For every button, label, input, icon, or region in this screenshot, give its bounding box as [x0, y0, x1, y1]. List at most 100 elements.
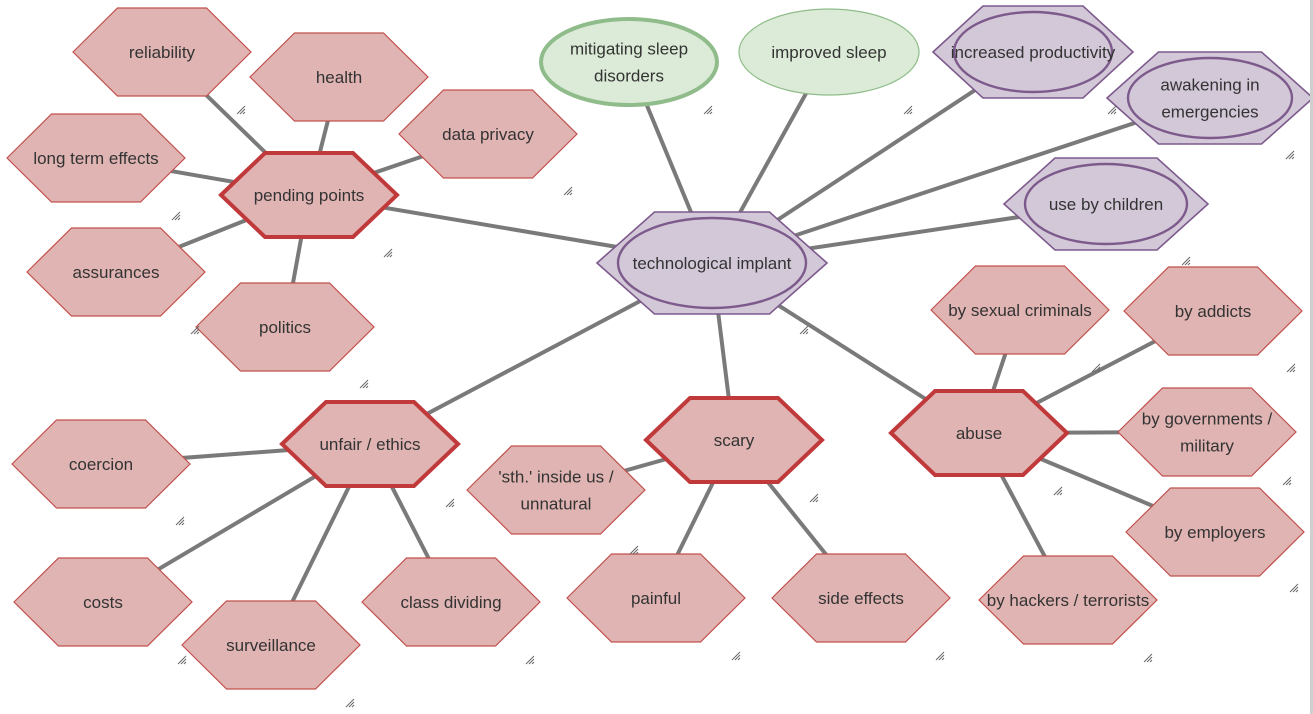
node-awakening-label: emergencies	[1161, 103, 1258, 122]
node-awakening-label: awakening in	[1160, 76, 1259, 95]
node-politics[interactable]: politics	[195, 282, 375, 372]
node-improved-label: improved sleep	[771, 43, 886, 62]
resize-handle-icon[interactable]	[703, 105, 713, 115]
resize-handles	[171, 105, 1299, 708]
node-classdiv[interactable]: class dividing	[361, 557, 541, 647]
node-surveillance-label: surveillance	[226, 636, 316, 655]
resize-handle-icon[interactable]	[1091, 363, 1101, 373]
node-classdiv-label: class dividing	[400, 593, 501, 612]
node-classdiv-shape	[361, 557, 541, 647]
node-improved-shape	[738, 8, 920, 96]
node-costs-label: costs	[83, 593, 123, 612]
node-hackers-shape	[978, 555, 1158, 645]
node-reliability-label: reliability	[129, 43, 196, 62]
node-scary[interactable]: scary	[643, 396, 825, 484]
node-sexual-label: by sexual criminals	[948, 301, 1092, 320]
resize-handle-icon[interactable]	[563, 186, 573, 196]
node-govern[interactable]: by governments /military	[1117, 387, 1297, 477]
resize-handle-icon[interactable]	[236, 105, 246, 115]
resize-handle-icon[interactable]	[1285, 150, 1295, 160]
resize-handle-icon[interactable]	[1286, 363, 1296, 373]
node-hackers-label: by hackers / terrorists	[987, 591, 1150, 610]
node-abuse[interactable]: abuse	[888, 389, 1070, 477]
node-reliability[interactable]: reliability	[72, 7, 252, 97]
node-coercion-shape	[11, 419, 191, 509]
node-longterm[interactable]: long term effects	[6, 113, 186, 203]
node-pending[interactable]: pending points	[218, 151, 400, 239]
resize-handle-icon[interactable]	[359, 379, 369, 389]
node-govern-label: by governments /	[1142, 410, 1273, 429]
node-politics-shape	[195, 282, 375, 372]
node-coercion[interactable]: coercion	[11, 419, 191, 509]
resize-handle-icon[interactable]	[1282, 476, 1292, 486]
node-assurances[interactable]: assurances	[26, 227, 206, 317]
node-privacy[interactable]: data privacy	[398, 89, 578, 179]
node-govern-shape	[1117, 387, 1297, 477]
node-health[interactable]: health	[249, 32, 429, 122]
resize-handle-icon[interactable]	[190, 325, 200, 335]
resize-handle-icon[interactable]	[1107, 105, 1117, 115]
node-privacy-label: data privacy	[442, 125, 534, 144]
resize-handle-icon[interactable]	[935, 651, 945, 661]
node-sideeffects-shape	[771, 553, 951, 643]
resize-handle-icon[interactable]	[799, 325, 809, 335]
node-assurances-shape	[26, 227, 206, 317]
node-unfair[interactable]: unfair / ethics	[279, 400, 461, 488]
node-painful-shape	[566, 553, 746, 643]
node-sideeffects[interactable]: side effects	[771, 553, 951, 643]
node-painful-label: painful	[631, 589, 681, 608]
node-sexual-shape	[930, 265, 1110, 355]
node-employers[interactable]: by employers	[1125, 487, 1305, 577]
node-mitigating-label: mitigating sleep	[570, 40, 688, 59]
window-edge	[1310, 0, 1313, 714]
node-improved[interactable]: improved sleep	[738, 8, 920, 96]
node-hackers[interactable]: by hackers / terrorists	[978, 555, 1158, 645]
node-addicts-label: by addicts	[1175, 302, 1252, 321]
resize-handle-icon[interactable]	[345, 698, 355, 708]
node-privacy-shape	[398, 89, 578, 179]
node-abuse-shape	[888, 389, 1070, 477]
resize-handle-icon[interactable]	[525, 655, 535, 665]
node-awakening[interactable]: awakening in emergencies	[1105, 51, 1310, 145]
node-center-ellipse	[616, 216, 808, 310]
node-costs[interactable]: costs	[13, 557, 193, 647]
node-inside-shape	[466, 445, 646, 535]
node-unfair-shape	[279, 400, 461, 488]
resize-handle-icon[interactable]	[903, 105, 913, 115]
resize-handle-icon[interactable]	[1181, 256, 1191, 266]
resize-handle-icon[interactable]	[171, 211, 181, 221]
node-surveillance[interactable]: surveillance	[181, 600, 361, 690]
resize-handle-icon[interactable]	[809, 493, 819, 503]
node-health-label: health	[316, 68, 362, 87]
node-pending-label: pending points	[254, 186, 365, 205]
diagram-nodes: technological implant pending points unfai…	[6, 5, 1310, 690]
resize-handle-icon[interactable]	[177, 655, 187, 665]
node-sideeffects-label: side effects	[818, 589, 904, 608]
node-productivity-label: increased productivity	[951, 43, 1116, 62]
node-addicts[interactable]: by addicts	[1123, 266, 1303, 356]
node-awakening-ellipse	[1126, 56, 1294, 140]
node-politics-label: politics	[259, 318, 311, 337]
node-health-shape	[249, 32, 429, 122]
node-children-ellipse	[1023, 162, 1189, 246]
node-center[interactable]: technological implant	[595, 211, 829, 315]
node-employers-shape	[1125, 487, 1305, 577]
node-inside[interactable]: 'sth.' inside us /unnatural	[466, 445, 646, 535]
node-scary-shape	[643, 396, 825, 484]
resize-handle-icon[interactable]	[1053, 486, 1063, 496]
resize-handle-icon[interactable]	[1143, 653, 1153, 663]
node-sexual[interactable]: by sexual criminals	[930, 265, 1110, 355]
node-children[interactable]: use by children	[1002, 157, 1210, 251]
resize-handle-icon[interactable]	[383, 248, 393, 258]
resize-handle-icon[interactable]	[445, 498, 455, 508]
node-painful[interactable]: painful	[566, 553, 746, 643]
resize-handle-icon[interactable]	[1289, 583, 1299, 593]
node-productivity[interactable]: increased productivity	[931, 5, 1135, 99]
resize-handle-icon[interactable]	[175, 516, 185, 526]
node-center-label: technological implant	[633, 254, 792, 273]
resize-handle-icon[interactable]	[629, 545, 639, 555]
resize-handle-icon[interactable]	[731, 651, 741, 661]
